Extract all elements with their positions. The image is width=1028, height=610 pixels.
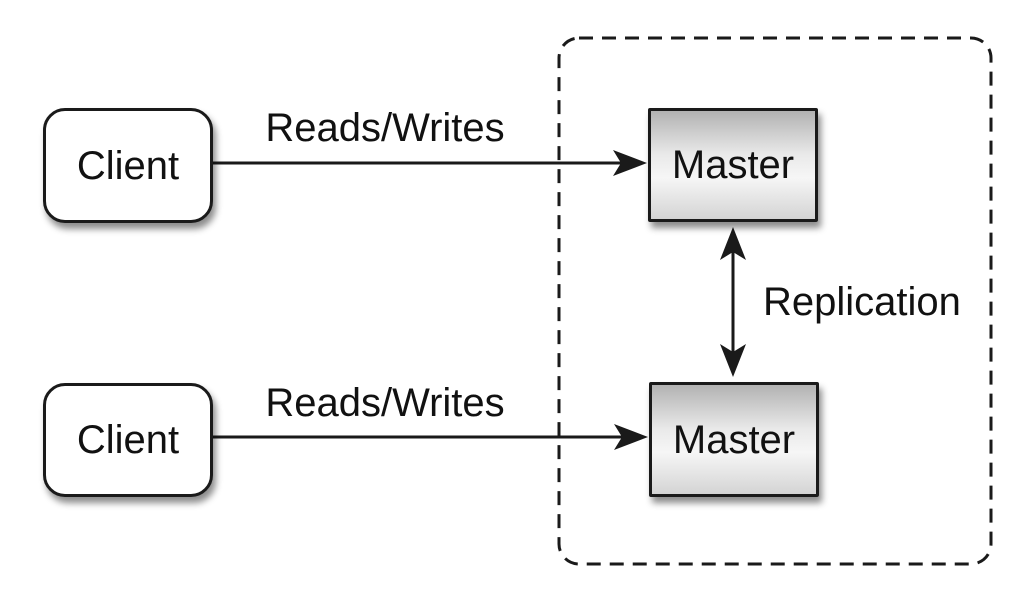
reads-writes-arrow-bottom bbox=[213, 424, 648, 450]
master-node-bottom: Master bbox=[649, 382, 819, 497]
master-node-top: Master bbox=[648, 108, 818, 222]
client-node-top-label: Client bbox=[76, 143, 180, 188]
arrowhead-right-icon bbox=[613, 150, 647, 176]
replication-label: Replication bbox=[763, 280, 961, 324]
reads-writes-arrow-top bbox=[213, 150, 647, 176]
reads-writes-label-bottom: Reads/Writes bbox=[265, 381, 505, 425]
reads-writes-label-top: Reads/Writes bbox=[265, 106, 505, 150]
master-node-bottom-label: Master bbox=[672, 417, 796, 462]
arrowhead-right-icon bbox=[614, 424, 648, 450]
arrowhead-down-icon bbox=[720, 344, 746, 377]
master-node-top-label: Master bbox=[671, 143, 795, 187]
arrowhead-up-icon bbox=[720, 227, 746, 260]
replication-arrow bbox=[720, 227, 746, 377]
client-node-bottom: Client bbox=[43, 383, 213, 497]
client-node-bottom-label: Client bbox=[76, 418, 180, 462]
client-node-top: Client bbox=[43, 108, 213, 223]
